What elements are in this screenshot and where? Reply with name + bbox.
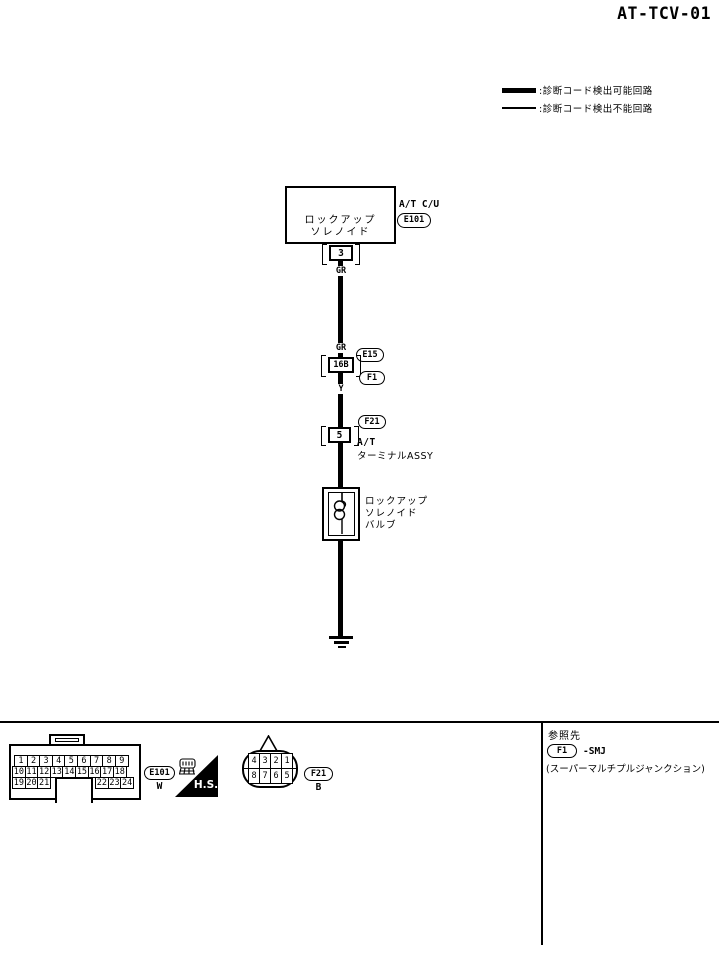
ground-icon xyxy=(329,636,353,639)
pin-cell: 5 xyxy=(281,768,294,785)
reference-note: (スーパーマルチプルジャンクション) xyxy=(546,764,705,775)
f21-face-oval-label: F21 xyxy=(304,767,333,781)
footer-divider-line xyxy=(0,721,719,723)
f21-connector-color: B xyxy=(315,782,322,793)
connector-oval-f21: F21 xyxy=(358,415,386,429)
e101-face-oval-label: E101 xyxy=(144,766,175,780)
legend-thin-line xyxy=(502,107,536,109)
pin3-box: 3 xyxy=(329,245,353,261)
main-wire xyxy=(338,255,343,637)
pin-cell: 24 xyxy=(120,777,135,790)
pin5-box: 5 xyxy=(328,427,351,443)
wire-color-y: Y xyxy=(329,384,353,394)
pin5-bracket-right xyxy=(354,426,359,446)
solenoid-valve-inner-box xyxy=(327,492,355,536)
valve-label-line1: ロックアップ xyxy=(365,496,429,507)
pin-cell: 1 xyxy=(281,753,294,770)
valve-label-line2: ソレノイド xyxy=(365,508,418,519)
ground-icon-bottom xyxy=(337,645,346,648)
terminal-label-line2: ターミナルASSY xyxy=(357,451,434,462)
reference-divider-line xyxy=(541,723,543,945)
pin5-bracket-left xyxy=(321,426,326,446)
reference-suffix: -SMJ xyxy=(583,746,606,757)
atcu-box: ロックアップ ソレノイド xyxy=(285,186,396,244)
hs-harness-side-icon: H.S. xyxy=(175,755,218,797)
pin16b-box: 16B xyxy=(328,357,354,373)
reference-heading: 参照先 xyxy=(548,731,581,742)
page-title: AT-TCV-01 xyxy=(617,4,711,23)
connector-oval-f1: F1 xyxy=(359,371,385,385)
solenoid-coil-icon xyxy=(333,493,346,534)
connector-oval-e15: E15 xyxy=(356,348,384,362)
ground-icon-mid xyxy=(333,641,349,644)
legend-thick-line xyxy=(502,88,536,93)
pin16b-bracket-left xyxy=(321,355,326,377)
legend-detectable-label: :診断コード検出可能回路 xyxy=(539,86,653,97)
e101-connector-color: W xyxy=(156,781,163,792)
wire-color-gr-mid: GR xyxy=(329,343,353,353)
pin3-bracket-left xyxy=(322,244,327,265)
e101-housing-notch xyxy=(55,777,93,803)
connector-oval-e101: E101 xyxy=(397,213,431,228)
svg-text:H.S.: H.S. xyxy=(194,779,218,791)
pin-cell: 20 xyxy=(24,777,39,790)
solenoid-valve-outer-box xyxy=(322,487,360,541)
wire-color-gr-top: GR xyxy=(329,266,353,276)
pin-cell: 21 xyxy=(37,777,52,790)
reference-oval-f1: F1 xyxy=(547,744,577,758)
f21-face-midline xyxy=(242,768,298,770)
pin-cell: 22 xyxy=(95,777,109,790)
legend-undetectable-label: :診断コード検出不能回路 xyxy=(539,104,653,115)
hs-connector-glyph-icon xyxy=(178,758,196,775)
e101-connector-tab xyxy=(49,734,85,744)
valve-label-line3: バルブ xyxy=(365,520,397,531)
atcu-unit-label: A/T C/U xyxy=(399,199,440,210)
pin16b-bracket-right xyxy=(356,355,361,377)
atcu-box-label: ロックアップ ソレノイド xyxy=(304,215,377,238)
e101-connector-tab-slot xyxy=(55,738,79,742)
pin3-bracket-right xyxy=(355,244,360,265)
terminal-label-line1: A/T xyxy=(357,437,376,448)
